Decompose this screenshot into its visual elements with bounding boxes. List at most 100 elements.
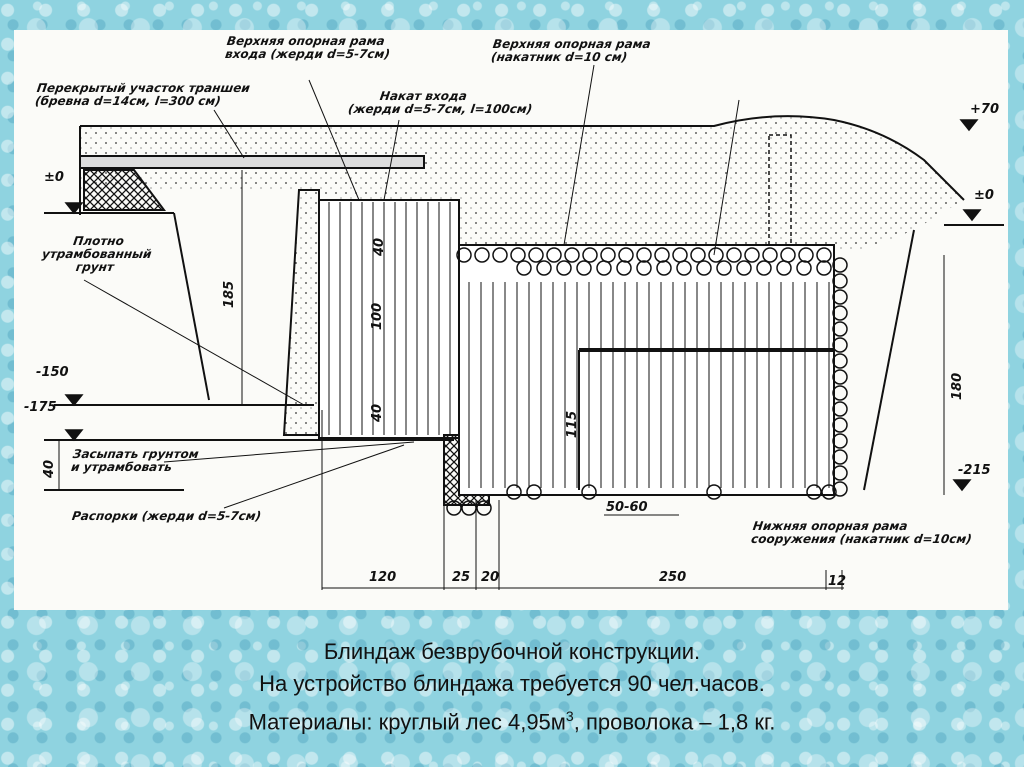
log-icon <box>656 260 672 276</box>
log-icon <box>756 260 772 276</box>
log-icon <box>690 247 706 263</box>
elevation-plus70: +70 <box>970 102 999 117</box>
log-icon <box>832 257 848 273</box>
label-line: (накатник d=10 см) <box>490 50 629 64</box>
log-icon <box>456 247 472 263</box>
label-struts: Распорки (жерди d=5-7см) <box>71 509 263 523</box>
log-icon <box>832 337 848 353</box>
caption-line-1: Блиндаж безврубочной конструкции. <box>323 639 701 664</box>
log-icon <box>564 247 580 263</box>
dimension-40-bottom: 40 <box>370 403 385 422</box>
log-icon <box>536 260 552 276</box>
caption-line-2: На устройство блиндажа требуется 90 чел.… <box>259 671 765 696</box>
log-icon <box>832 385 848 401</box>
soil-mound <box>80 116 964 251</box>
dimension-40-top: 40 <box>372 237 387 256</box>
elevation-marker-icon <box>64 202 84 215</box>
log-icon <box>546 247 562 263</box>
log-icon <box>708 247 724 263</box>
label-line: и утрамбовать <box>70 460 173 474</box>
log-icon <box>576 260 592 276</box>
log-icon <box>476 500 492 516</box>
caption-wire: , проволока – 1,8 кг. <box>573 709 776 735</box>
main-chamber <box>458 244 835 496</box>
dugout-cross-section <box>44 64 1004 590</box>
log-icon <box>832 449 848 465</box>
log-icon <box>696 260 712 276</box>
log-icon <box>582 247 598 263</box>
log-icon <box>832 433 848 449</box>
drawing-panel: Верхняя опорная рама входа (жерди d=5-7с… <box>14 30 1008 610</box>
label-lower-frame: Нижняя опорная рама сооружения (накатник… <box>750 519 974 546</box>
dimension-250: 250 <box>659 570 687 585</box>
log-icon <box>474 247 490 263</box>
log-icon <box>526 484 542 500</box>
log-icon <box>816 247 832 263</box>
log-icon <box>506 484 522 500</box>
label-covered-trench: Перекрытый участок траншеи (бревна d=14с… <box>34 81 251 108</box>
log-icon <box>832 369 848 385</box>
log-icon <box>832 353 848 369</box>
dimension-20: 20 <box>481 570 500 585</box>
log-icon <box>596 260 612 276</box>
elevation-marker-icon <box>952 479 972 492</box>
log-icon <box>832 401 848 417</box>
log-icon <box>832 417 848 433</box>
label-line: грунт <box>75 260 115 274</box>
elevation-zero-right: ±0 <box>974 188 994 203</box>
elevation-minus175: -175 <box>24 400 57 415</box>
elevation-marker-icon <box>64 394 84 407</box>
log-icon <box>636 260 652 276</box>
log-icon <box>726 247 742 263</box>
log-icon <box>492 247 508 263</box>
log-icon <box>832 465 848 481</box>
log-icon <box>832 481 848 497</box>
dimension-12: 12 <box>828 574 847 589</box>
dimension-50-60: 50-60 <box>606 500 648 515</box>
log-icon <box>636 247 652 263</box>
trench-cover-logs <box>79 155 425 169</box>
slide-caption: Блиндаж безврубочной конструкции. На уст… <box>0 636 1024 738</box>
elevation-zero-left: ±0 <box>44 170 64 185</box>
log-icon <box>762 247 778 263</box>
label-entrance-roll: Накат входа (жерди d=5-7см, l=100см) <box>347 89 535 116</box>
log-icon <box>796 260 812 276</box>
elevation-minus215: -215 <box>958 463 991 478</box>
label-line: входа (жерди d=5-7см) <box>224 47 391 61</box>
dimension-115: 115 <box>565 410 580 438</box>
label-line: сооружения (накатник d=10см) <box>750 532 973 546</box>
log-icon <box>510 247 526 263</box>
elevation-marker-icon <box>64 429 84 442</box>
dimension-25: 25 <box>452 570 471 585</box>
log-icon <box>832 273 848 289</box>
dimension-185: 185 <box>222 280 237 308</box>
log-icon <box>706 484 722 500</box>
log-icon <box>832 321 848 337</box>
label-line: (жерди d=5-7см, l=100см) <box>347 102 534 116</box>
label-upper-frame-entrance: Верхняя опорная рама входа (жерди d=5-7с… <box>224 34 392 61</box>
log-icon <box>516 260 532 276</box>
log-icon <box>832 305 848 321</box>
label-compacted-soil: Плотно утрамбованный грунт <box>39 234 154 274</box>
log-icon <box>736 260 752 276</box>
log-icon <box>616 260 632 276</box>
log-icon <box>776 260 792 276</box>
caption-materials: Материалы: круглый лес 4,95м <box>248 709 566 735</box>
caption-line-3: Материалы: круглый лес 4,95м3, проволока… <box>0 700 1024 738</box>
entrance-frame <box>318 199 460 439</box>
log-icon <box>806 484 822 500</box>
label-line: (бревна d=14см, l=300 см) <box>34 94 222 108</box>
caption-superscript: 3 <box>565 708 574 724</box>
log-icon <box>446 500 462 516</box>
log-icon <box>832 289 848 305</box>
log-icon <box>744 247 760 263</box>
elevation-marker-icon <box>962 209 982 222</box>
log-icon <box>816 260 832 276</box>
log-icon <box>528 247 544 263</box>
log-icon <box>556 260 572 276</box>
dimension-120: 120 <box>369 570 397 585</box>
log-icon <box>821 484 837 500</box>
elevation-marker-icon <box>959 119 979 132</box>
dimension-40-left: 40 <box>42 459 57 478</box>
log-icon <box>581 484 597 500</box>
